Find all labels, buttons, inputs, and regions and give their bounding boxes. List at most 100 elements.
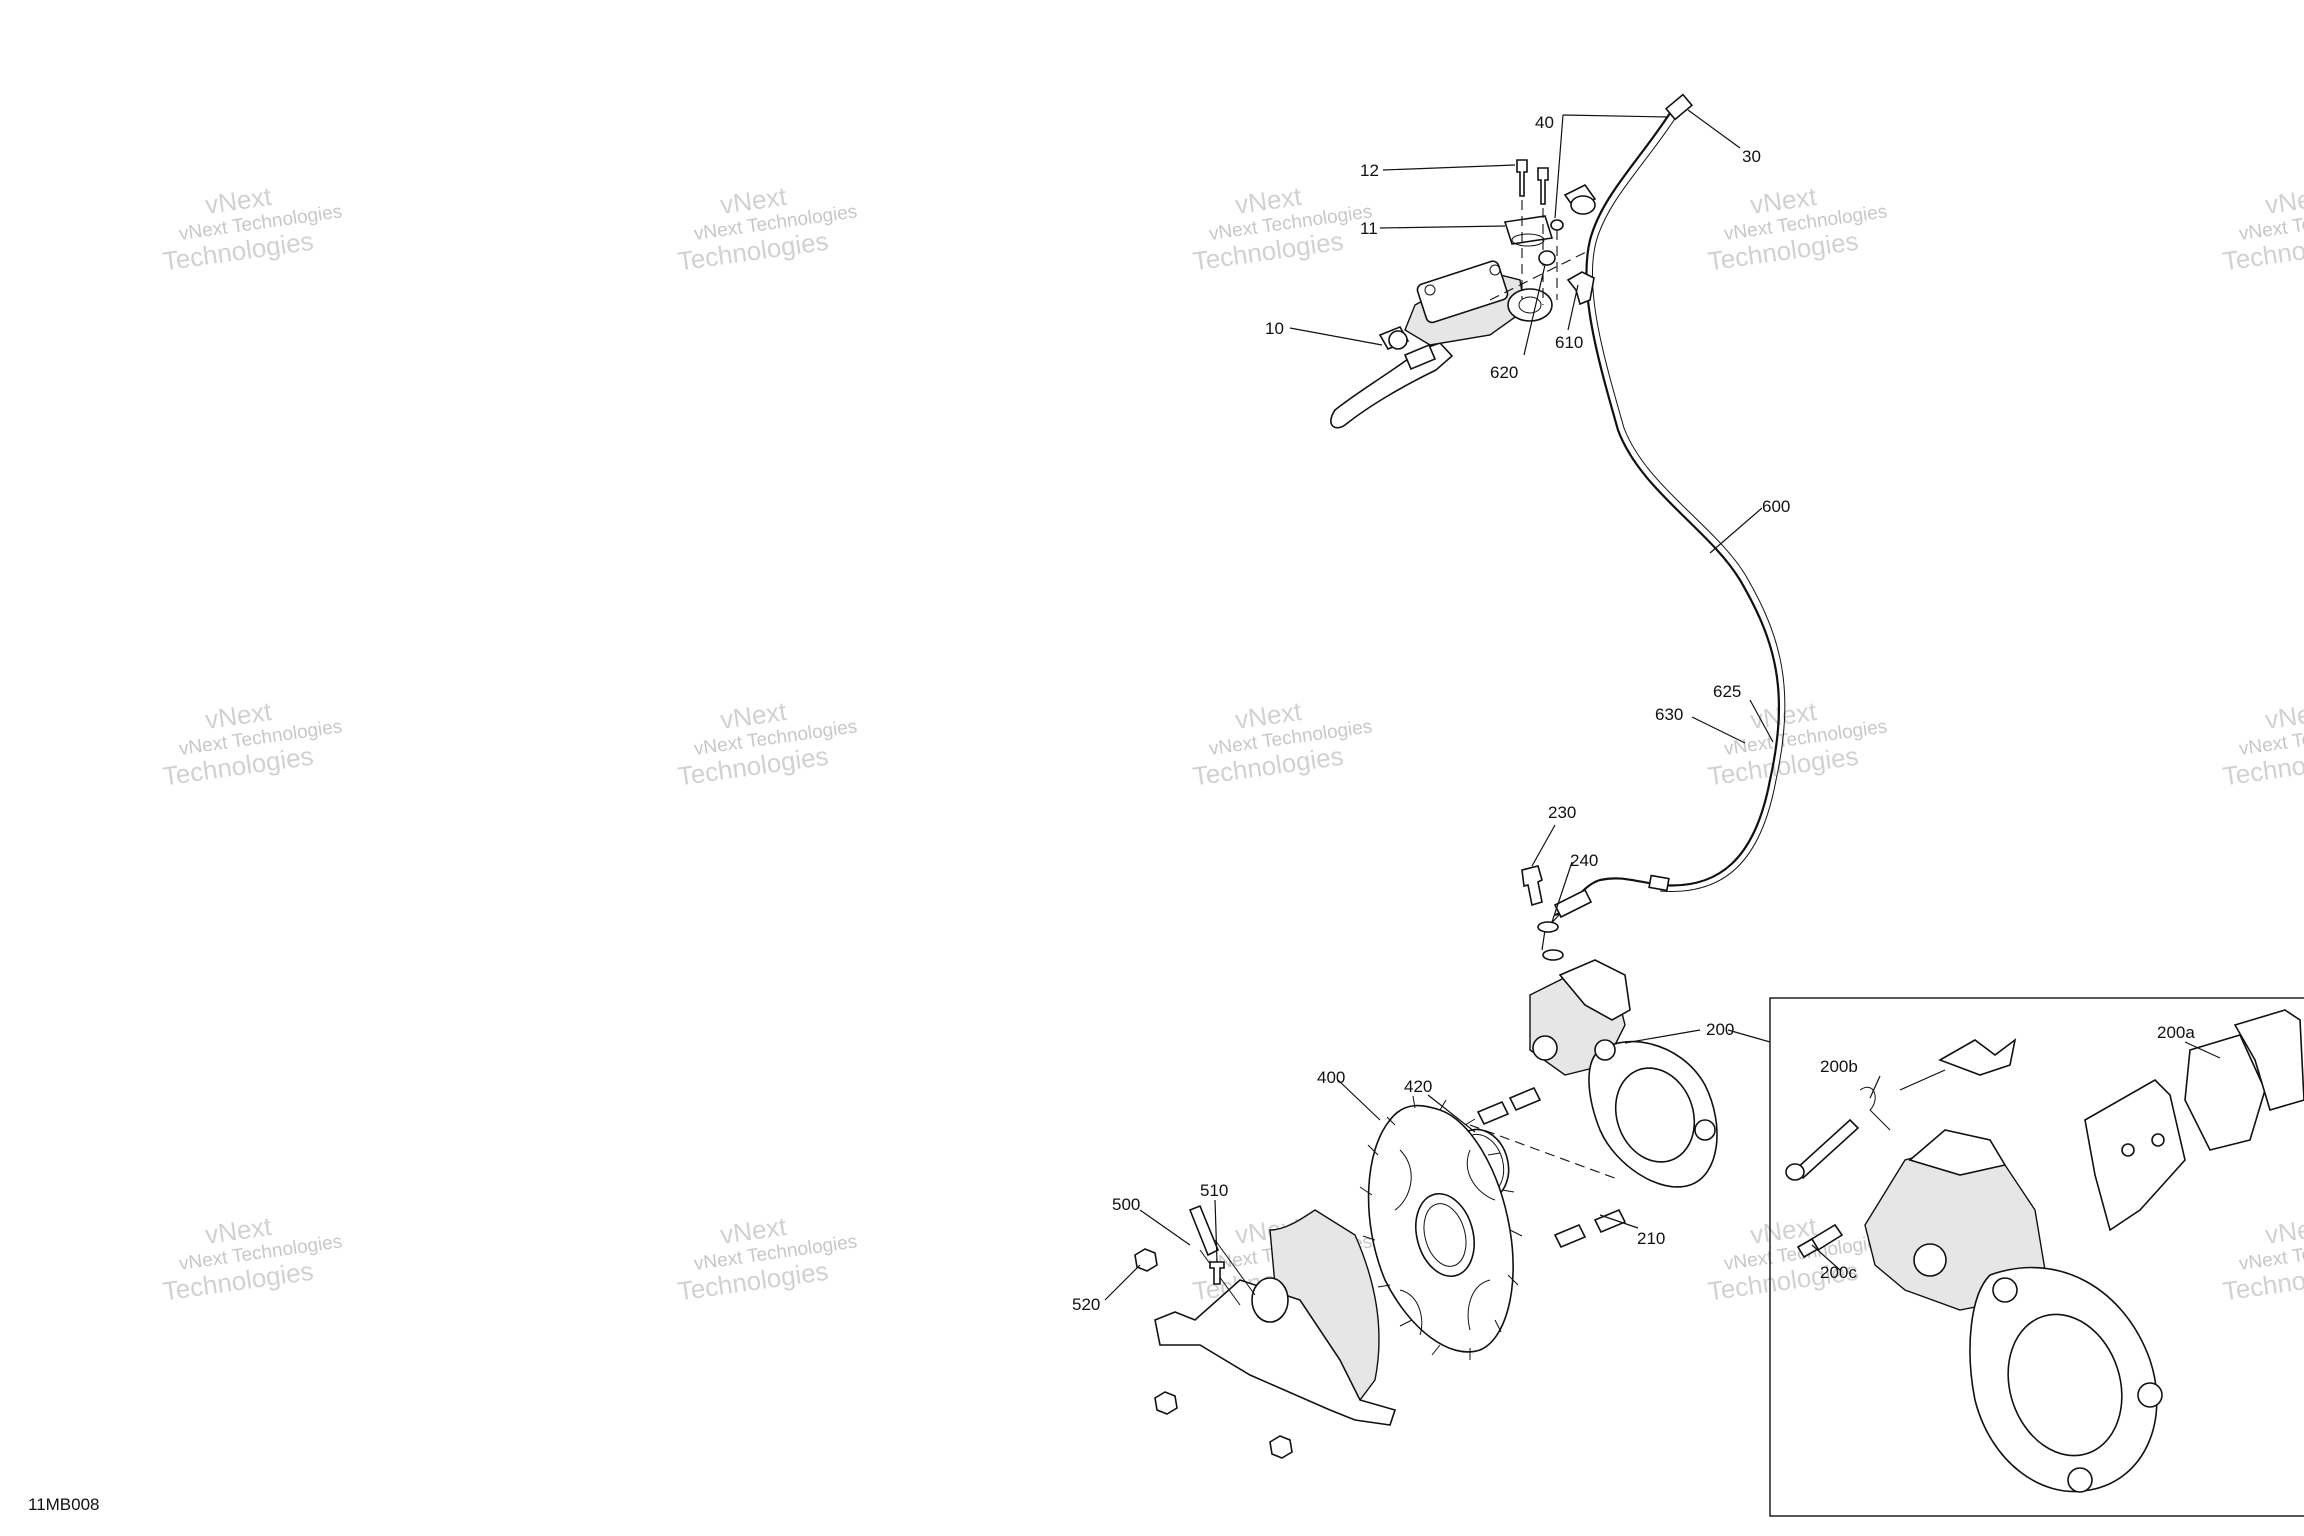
bleeder-230: [1521, 865, 1543, 907]
watermark: vNext Technologies vNext Technologies: [161, 696, 344, 792]
clamp-bore: [1518, 296, 1542, 314]
watermark: vNext Technologies vNext Technologies: [2221, 1211, 2304, 1307]
reservoir-cap: [1416, 260, 1509, 324]
brake-disc-400: [1359, 1095, 1523, 1360]
bracket-hole: [1694, 1119, 1716, 1141]
watermark: vNext Technologies vNext Technologies: [676, 696, 859, 792]
hose-banjo-top: [1664, 93, 1694, 121]
pad-hole: [2151, 1133, 2165, 1147]
watermark-line2: vNext: [2263, 181, 2304, 220]
callout-240: 240: [1570, 851, 1598, 870]
caliper-200: [1529, 959, 1718, 1188]
guard-bracket: [1188, 1204, 1220, 1257]
watermark: vNext Technologies vNext Technologies: [1191, 696, 1374, 792]
bolt: [1516, 159, 1528, 197]
pad-hole: [2121, 1143, 2135, 1157]
watermark: vNext Technologies vNext Technologies: [1706, 696, 1889, 792]
bracket-bore: [1614, 1067, 1696, 1163]
bolt: [1476, 1100, 1510, 1126]
clamp-lower: [1507, 288, 1553, 322]
callout-230: 230: [1548, 803, 1576, 822]
washer-240: [1537, 921, 1559, 933]
diagram-code: 11MB008: [28, 1495, 100, 1514]
reservoir-bolt: [1424, 284, 1436, 296]
master-cylinder-10: [1330, 260, 1553, 429]
callout-620: 620: [1490, 363, 1518, 382]
inset-frame: [1769, 997, 2304, 1517]
bleeder-cap: [1796, 1237, 1820, 1259]
bolt: [1593, 1208, 1627, 1234]
reservoir-bolt: [1489, 264, 1501, 276]
bolt: [1508, 1086, 1542, 1112]
callout-labels: 12 11 10 40 30 620 610 600 625 630 230 2…: [1072, 113, 2195, 1314]
bracket-bore-large: [2007, 1313, 2123, 1457]
callout-200a: 200a: [2157, 1023, 2195, 1042]
adjuster-knob: [1388, 330, 1408, 350]
callout-625: 625: [1713, 682, 1741, 701]
bracket-hole-large: [1992, 1277, 2018, 1303]
callout-420: 420: [1404, 1077, 1432, 1096]
pad-pin: [1793, 1118, 1860, 1180]
callout-510: 510: [1200, 1181, 1228, 1200]
pad-spring: [1938, 1038, 2017, 1076]
watermark: vNext Technologies vNext Technologies: [2221, 181, 2304, 277]
callout-630: 630: [1655, 705, 1683, 724]
callout-610: 610: [1555, 333, 1583, 352]
callout-520: 520: [1072, 1295, 1100, 1314]
callout-400: 400: [1317, 1068, 1345, 1087]
hose-fitting-lower: [1553, 888, 1593, 919]
watermark: vNext Technologies vNext Technologies: [161, 1211, 344, 1307]
watermark: vNext Technologies vNext Technologies: [1191, 181, 1374, 277]
clamp-upper: [1503, 215, 1554, 245]
caliper-top-large: [1908, 1129, 2007, 1176]
watermark: vNext Technologies vNext Technologies: [676, 1211, 859, 1307]
brake-pad-backplate-2: [2233, 1009, 2304, 1111]
bolt: [1537, 167, 1549, 205]
caliper-piston-housing: [1558, 959, 1631, 1021]
washer-620: [1538, 250, 1556, 266]
brake-pad-backplate: [2084, 1079, 2186, 1232]
bolt: [1553, 1223, 1587, 1249]
watermark: vNext Technologies vNext Technologies: [676, 181, 859, 277]
callout-30: 30: [1742, 147, 1761, 166]
caliper-logo-disc: [1532, 1035, 1558, 1061]
hose-fitting-nut: [1570, 195, 1596, 215]
callout-600: 600: [1762, 497, 1790, 516]
caliper-logo-large: [1913, 1243, 1947, 1277]
callout-10: 10: [1265, 319, 1284, 338]
r-clip: [1859, 1087, 1891, 1131]
bracket-hole-large: [2067, 1467, 2093, 1493]
callout-500: 500: [1112, 1195, 1140, 1214]
watermark: vNext Technologies vNext Technologies: [161, 181, 344, 277]
guard-hub: [1251, 1277, 1289, 1323]
washer-240b: [1542, 949, 1564, 961]
callout-40: 40: [1535, 113, 1554, 132]
bracket-hole: [1594, 1039, 1616, 1061]
washer-40: [1550, 219, 1564, 231]
callout-12: 12: [1360, 161, 1379, 180]
clamp-upper-bore: [1511, 233, 1545, 247]
callout-11: 11: [1360, 219, 1378, 238]
watermark-grid: vNext Technologies vNext Technologies vN…: [161, 181, 2304, 1307]
bracket-hole-large: [2137, 1382, 2163, 1408]
caliper-bolts-210: [1469, 1086, 1627, 1249]
pad-pin-head: [1785, 1163, 1805, 1181]
disc-hub: [1415, 1192, 1475, 1278]
watermark-line2: vNext: [2263, 1211, 2304, 1250]
callout-200b: 200b: [1820, 1057, 1858, 1076]
screw-510: [1209, 1261, 1225, 1285]
callout-200c: 200c: [1820, 1263, 1857, 1282]
disc-hub-spline: [1423, 1203, 1467, 1267]
watermark: vNext Technologies vNext Technologies: [1706, 1211, 1889, 1307]
watermark: vNext Technologies vNext Technologies: [2221, 696, 2304, 792]
clamp-bolts-12: [1516, 159, 1549, 305]
watermark: vNext Technologies vNext Technologies: [1706, 181, 1889, 277]
switch-body: [1403, 343, 1437, 371]
hose-clamp-610: [1566, 271, 1595, 306]
callout-210: 210: [1637, 1229, 1665, 1248]
disc-guard-500: [1154, 1204, 1397, 1426]
guard-plate: [1154, 1279, 1397, 1426]
hose-sleeve: [1648, 874, 1670, 892]
nut-520: [1134, 1248, 1293, 1459]
